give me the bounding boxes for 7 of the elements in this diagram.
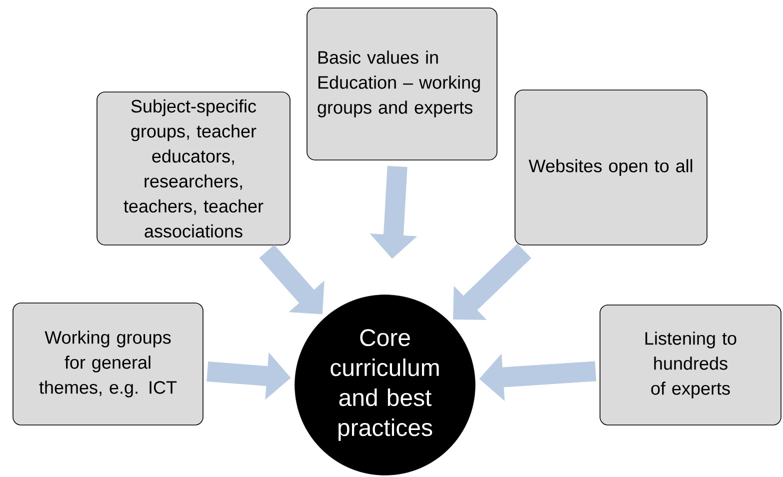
source-box: Websites open to all bbox=[514, 90, 708, 246]
block-arrow bbox=[453, 244, 532, 320]
source-box: Listening to hundreds of experts bbox=[600, 304, 782, 426]
source-box: Subject-specific groups, teacher educators, researchers, teachers, teacher associations bbox=[96, 92, 290, 246]
source-box: Working groups for general themes, e.g. ICT bbox=[12, 302, 204, 426]
source-box: Basic values in Education – working groups and experts bbox=[306, 8, 498, 160]
block-arrow bbox=[259, 244, 324, 314]
